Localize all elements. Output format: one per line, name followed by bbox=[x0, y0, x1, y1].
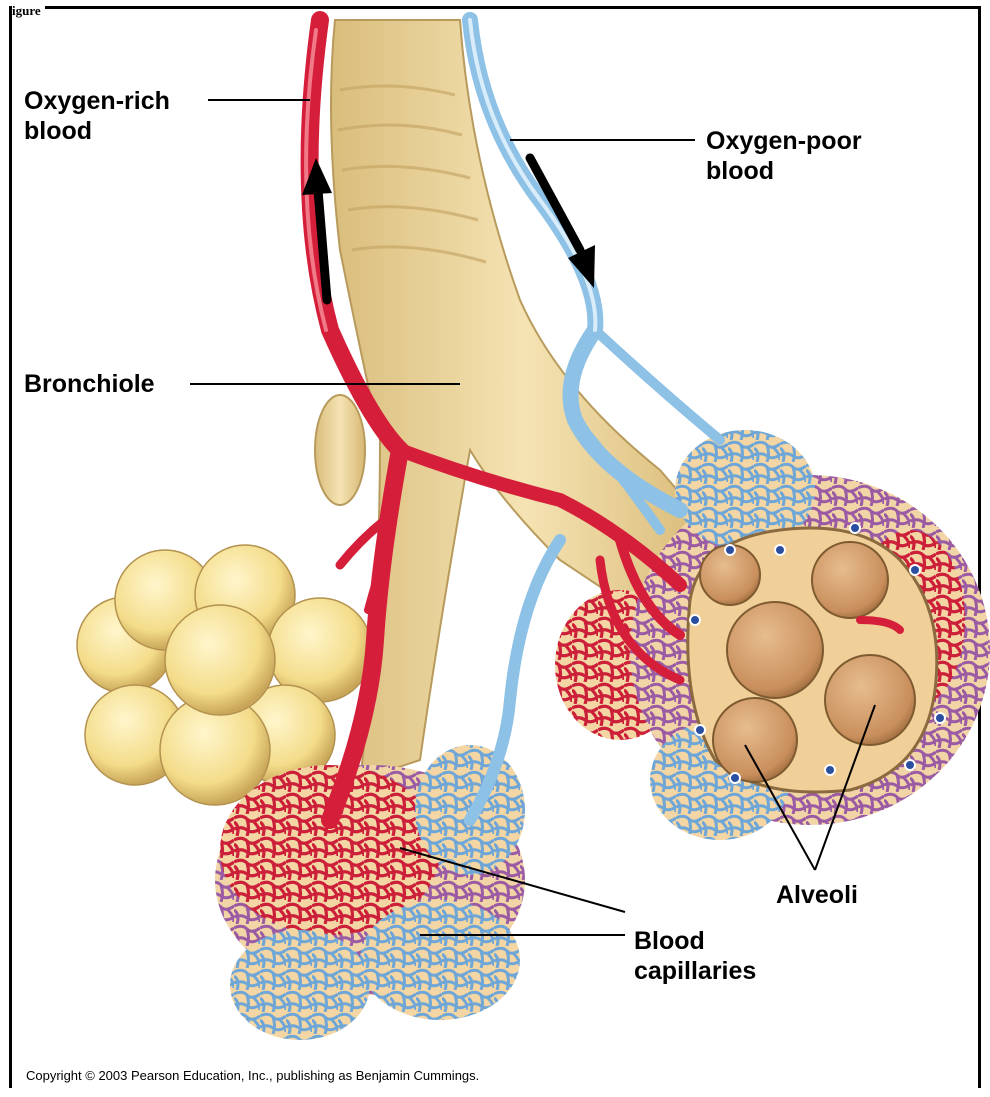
label-blood-capillaries: Blood capillaries bbox=[634, 926, 756, 986]
label-oxygen-poor-line2: blood bbox=[706, 156, 862, 186]
label-oxygen-rich-line2: blood bbox=[24, 116, 170, 146]
label-oxygen-poor-blood: Oxygen-poor blood bbox=[706, 126, 862, 186]
label-blood-capillaries-line2: capillaries bbox=[634, 956, 756, 986]
label-oxygen-rich-blood: Oxygen-rich blood bbox=[24, 86, 170, 146]
label-bronchiole: Bronchiole bbox=[24, 369, 155, 399]
lower-capillary-bed bbox=[215, 745, 525, 1040]
label-blood-capillaries-line1: Blood bbox=[634, 926, 756, 956]
copyright-notice: Copyright © 2003 Pearson Education, Inc.… bbox=[26, 1068, 479, 1083]
flow-arrow-down bbox=[530, 158, 595, 288]
label-oxygen-poor-line1: Oxygen-poor bbox=[706, 126, 862, 156]
label-alveoli: Alveoli bbox=[776, 880, 858, 910]
label-oxygen-rich-line1: Oxygen-rich bbox=[24, 86, 170, 116]
